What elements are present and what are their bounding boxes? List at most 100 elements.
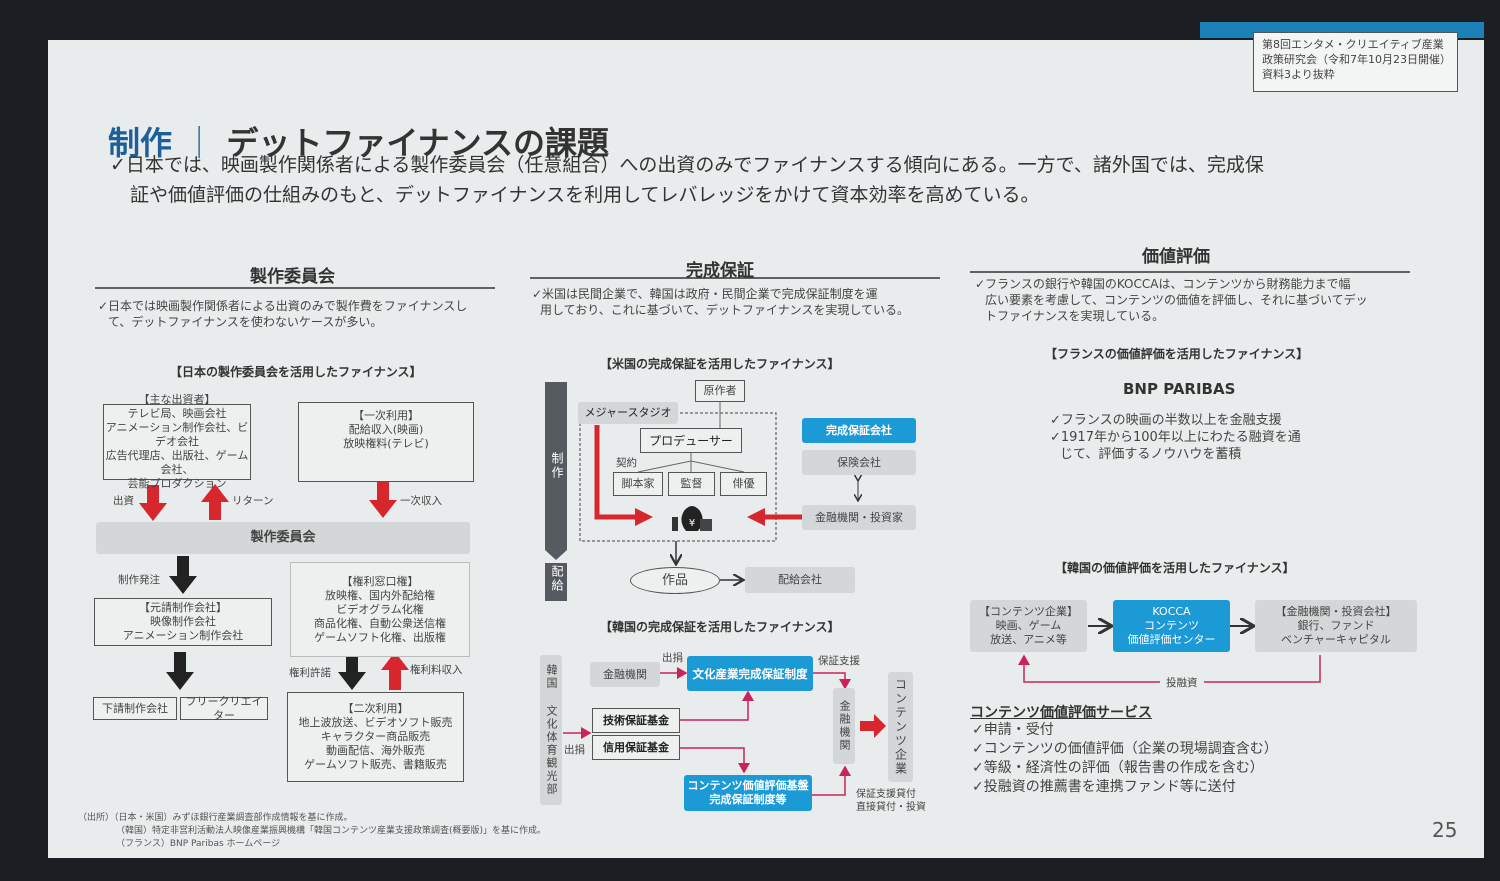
freelance-box: フリークリエイター — [180, 695, 268, 722]
red-down-arrow-primary — [369, 480, 397, 518]
donate-label: 出捐 — [564, 744, 585, 756]
label-license: 権利許諾 — [289, 667, 331, 679]
title-main: デットファイナンスの課題 — [226, 124, 610, 162]
prime-contractor-box: 【元請制作会社】映像制作会社アニメーション制作会社 — [94, 598, 272, 646]
black-down-arrow-license — [338, 652, 366, 690]
box-line: テレビ局、映画会社 — [127, 407, 227, 420]
section-note-valuation: ✓フランスの銀行や韓国のKOCCAは、コンテンツから財務能力まで幅 広い要素を考… — [975, 276, 1368, 324]
producer-tree — [637, 453, 745, 473]
credit-fund-box: 信用保証基金 — [592, 735, 680, 760]
source-line: （出所）（日本・米国）みずほ銀行産業調査部作成情報を基に作成。 — [78, 813, 353, 823]
lead-text: ✓日本では、映画製作関係者による製作委員会（任意組合）への出資のみでファイナンス… — [110, 150, 1264, 210]
insurer-box: 保険会社 — [802, 450, 916, 475]
director-box: 監督 — [668, 472, 715, 496]
secondary-use-box: 【二次利用】地上波放送、ビデオソフト販売キャラクター商品販売動画配信、海外販売ゲ… — [287, 692, 464, 782]
red-down-arrow-invest — [139, 485, 167, 521]
label-primary-income: 一次収入 — [400, 495, 442, 507]
label-line: 保証支援貸付 — [856, 789, 916, 800]
support-label: 保証支援 — [818, 655, 860, 667]
box-line: 完成保証制度等 — [709, 793, 787, 806]
box-line: 放映権、国内外配給権 — [325, 588, 435, 602]
box-line: コンテンツ — [1144, 619, 1199, 632]
caption-korea-valuation: 【韓国の価値評価を活用したファイナンス】 — [1055, 561, 1295, 575]
caption-japan: 【日本の製作委員会を活用したファイナンス】 — [170, 365, 422, 379]
box-line: 銀行、ファンド — [1297, 619, 1375, 632]
kr-bank-vertical-box: 金融機関 — [833, 688, 855, 764]
box-line: KOCCA — [1152, 605, 1191, 618]
label-royalty: 権利料収入 — [410, 664, 463, 676]
note-line: ✓日本では映画製作関係者による出資のみで製作費をファイナンスし — [98, 299, 468, 313]
box-line: 【主な出資者】 — [138, 393, 216, 406]
investors-box: 【主な出資者】テレビ局、映画会社アニメーション制作会社、ビデオ会社広告代理店、出… — [103, 393, 251, 490]
section-note-committee: ✓日本では映画製作関係者による出資のみで製作費をファイナンスし て、デットファイ… — [98, 298, 467, 330]
bnp-point: ✓フランスの映画の半数以上を金融支援 — [1050, 413, 1282, 428]
page-number: 25 — [1432, 818, 1458, 842]
box-line: 【コンテンツ企業】 — [979, 605, 1078, 618]
guarantor-box: 完成保証会社 — [802, 418, 916, 443]
box-line: 【権利窓口権】 — [341, 574, 419, 588]
red-up-arrow-royalty — [381, 652, 409, 690]
production-phase-bar — [545, 382, 567, 560]
financier-box: 金融機関・投資家 — [802, 505, 916, 530]
studio-box: メジャースタジオ — [578, 402, 678, 424]
box-line: 配給収入(映画) — [348, 423, 424, 436]
service-item: ✓コンテンツの価値評価（企業の現場調査含む） — [972, 741, 1278, 757]
section-heading-committee: 製作委員会 — [250, 267, 335, 287]
red-arrowhead-studio — [635, 508, 653, 526]
note-line: トファイナンスを実現している。 — [985, 309, 1165, 323]
producer-box: プロデューサー — [640, 428, 742, 453]
sources-footnote: （出所）（日本・米国）みずほ銀行産業調査部作成情報を基に作成。 （韓国）特定非営… — [78, 812, 546, 851]
box-line: 放映権料(テレビ) — [343, 437, 429, 450]
note-line: ✓米国は民間企業で、韓国は政府・民間企業で完成保証制度を運 — [532, 287, 878, 301]
box-line: 地上波放送、ビデオソフト販売 — [298, 716, 453, 729]
box-line: 【金融機関・投資会社】 — [1275, 605, 1397, 618]
content-company-box: コンテンツ企業 — [888, 672, 913, 782]
bnp-point: ✓1917年から100年以上にわたる融資を通 — [1050, 430, 1301, 445]
box-line: ゲームソフト化権、出版権 — [314, 630, 446, 644]
box-line: 【一次利用】 — [353, 409, 419, 422]
box-line: 動画配信、海外販売 — [326, 744, 425, 757]
red-arrow-to-content — [860, 714, 886, 738]
section-heading-valuation: 価値評価 — [1142, 247, 1210, 267]
kr-content-company-box: 【コンテンツ企業】映画、ゲーム放送、アニメ等 — [970, 600, 1087, 652]
black-down-arrow-order — [169, 556, 197, 594]
label-invest: 出資 — [113, 495, 134, 507]
box-line: 価値評価センター — [1127, 633, 1216, 646]
title-category: 制作 — [108, 124, 173, 162]
work-ellipse: 作品 — [630, 567, 720, 594]
box-line: アニメーション制作会社、ビデオ会社 — [105, 421, 249, 448]
source-line: （韓国）特定非営利活動法人映像産業振興機構「韓国コンテンツ産業支援政策調査(概要… — [116, 826, 547, 836]
box-line: コンテンツ価値評価基盤 — [687, 779, 809, 792]
lead-line: ✓日本では、映画製作関係者による製作委員会（任意組合）への出資のみでファイナンス… — [110, 154, 1264, 176]
service-list: ✓申請・受付 ✓コンテンツの価値評価（企業の現場調査含む） ✓等級・経済性の評価… — [972, 721, 1278, 797]
contract-label: 契約 — [616, 457, 637, 469]
page-title: 制作 ｜ デットファイナンスの課題 — [108, 118, 609, 164]
note-line: 用しており、これに基づいて、デットファイナンスを実現している。 — [540, 303, 910, 317]
studio-dashed-frame — [579, 412, 777, 542]
section-note-completion: ✓米国は民間企業で、韓国は政府・民間企業で完成保証制度を運 用しており、これに基… — [532, 286, 909, 318]
section-heading-completion: 完成保証 — [686, 261, 754, 281]
box-line: 芸能プロダクション — [127, 477, 227, 490]
caption-france: 【フランスの価値評価を活用したファイナンス】 — [1045, 347, 1309, 361]
rights-window-box: 【権利窓口権】放映権、国内外配給権ビデオグラム化権商品化権、自動公衆送信権ゲーム… — [290, 562, 470, 657]
caption-korea-completion: 【韓国の完成保証を活用したファイナンス】 — [600, 620, 840, 634]
donate-label: 出捐 — [662, 652, 683, 664]
title-separator: ｜ — [183, 124, 216, 162]
bnp-paribas-label: BNP PARIBAS — [1123, 380, 1236, 398]
service-item: ✓申請・受付 — [972, 722, 1054, 738]
tech-fund-box: 技術保証基金 — [592, 708, 680, 733]
box-line: 広告代理店、出版社、ゲーム会社、 — [105, 449, 249, 476]
service-item: ✓投融資の推薦書を連携ファンド等に送付 — [972, 779, 1236, 795]
black-down-arrow-sub — [166, 652, 194, 690]
money-bag-icon: ¥ — [672, 503, 712, 531]
box-line: ゲームソフト販売、書籍販売 — [304, 758, 447, 771]
note-line: 広い要素を考慮して、コンテンツの価値を評価し、それに基づいてデッ — [985, 293, 1368, 307]
box-line: 映像制作会社 — [150, 615, 216, 628]
service-title: コンテンツ価値評価サービス — [970, 705, 1152, 721]
red-up-arrow-return — [201, 484, 229, 520]
box-line: 【元請制作会社】 — [139, 601, 227, 614]
box-line: ビデオグラム化権 — [336, 602, 424, 616]
label-line: 直接貸付・投資 — [856, 802, 926, 813]
